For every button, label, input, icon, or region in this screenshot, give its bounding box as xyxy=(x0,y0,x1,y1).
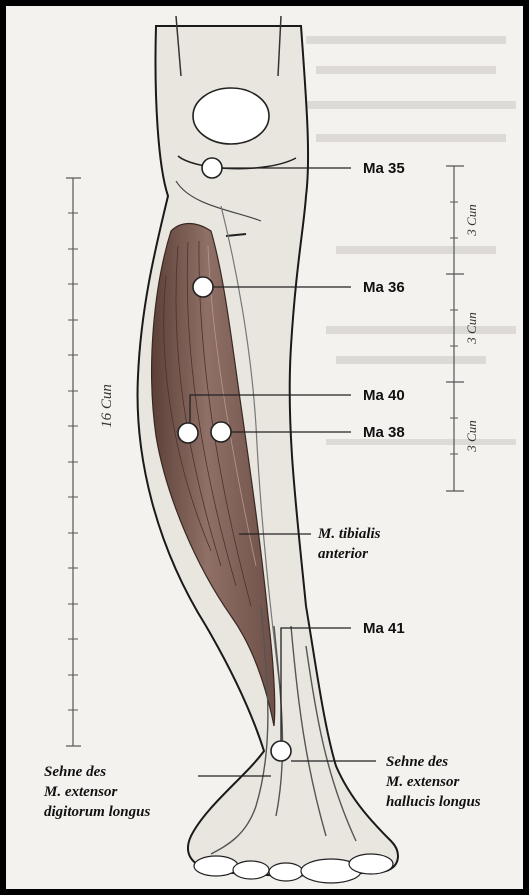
tendon-right-line2: M. extensor xyxy=(385,774,460,790)
background-text xyxy=(306,36,516,445)
point-ma36 xyxy=(193,277,213,297)
label-ma40: Ma 40 xyxy=(363,387,405,404)
tendon-left-line3: digitorum longus xyxy=(44,804,150,820)
label-ma38: Ma 38 xyxy=(363,424,405,441)
tendon-right-line3: hallucis longus xyxy=(386,794,481,810)
scale-3-cun-label-3: 3 Cun xyxy=(464,420,479,452)
label-ma35: Ma 35 xyxy=(363,160,405,177)
scale-3-cun-label-1: 3 Cun xyxy=(464,204,479,236)
point-ma40 xyxy=(178,423,198,443)
point-ma41 xyxy=(271,741,291,761)
scale-3-cun-label-2: 3 Cun xyxy=(464,312,479,344)
tendon-right-line1: Sehne des xyxy=(386,754,448,770)
tendon-left-line1: Sehne des xyxy=(44,764,106,780)
label-ma36: Ma 36 xyxy=(363,279,405,296)
scale-16-cun-label: 16 Cun xyxy=(99,384,115,428)
label-ma41: Ma 41 xyxy=(363,620,405,637)
leg-diagram: 16 Cun 3 Cun 3 Cun 3 Cun Ma 3 xyxy=(6,6,529,895)
point-ma35 xyxy=(202,158,222,178)
scale-16-cun: 16 Cun xyxy=(66,178,115,746)
muscle-label-line1: M. tibialis xyxy=(317,526,381,542)
muscle-label-line2: anterior xyxy=(318,546,368,562)
point-ma38 xyxy=(211,422,231,442)
tendon-left-line2: M. extensor xyxy=(43,784,118,800)
